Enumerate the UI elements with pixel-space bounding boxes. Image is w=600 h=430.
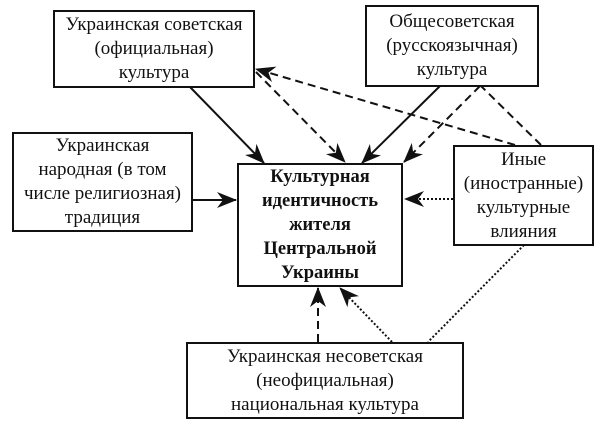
node-line: культура	[118, 62, 190, 83]
node-line: (иностранные)	[463, 172, 584, 194]
edge-soviet-official-to-center-dashed	[255, 71, 346, 163]
node-line: Культурная	[270, 167, 370, 187]
edge-all-soviet-to-center-solid	[361, 85, 441, 164]
node-line: национальная культура	[231, 393, 419, 415]
node-line: традиция	[64, 207, 141, 228]
node-all-soviet-culture: Общесоветская (русскоязычная) культура	[365, 5, 539, 87]
node-line: влияния	[490, 220, 557, 242]
node-line: Украинская	[55, 135, 150, 156]
node-line: культура	[416, 59, 488, 80]
edge-foreign-to-all-soviet	[480, 85, 542, 146]
node-soviet-official-culture: Украинская советская (официальная) культ…	[53, 10, 255, 88]
node-line: Иные	[500, 148, 547, 170]
node-line: культурные	[476, 196, 571, 218]
node-folk-tradition: Украинская народная (в том числе религио…	[12, 132, 193, 232]
edge-all-soviet-to-center-dashed	[403, 85, 481, 163]
edge-foreign-to-non-soviet	[427, 244, 525, 343]
node-line: Общесоветская	[389, 11, 515, 32]
node-line: (неофициальная)	[256, 369, 394, 391]
node-line: (официальная)	[94, 38, 214, 59]
node-line: Украинская несоветская	[227, 345, 423, 367]
node-line: Центральной	[263, 239, 377, 259]
node-line: (русскоязычная)	[386, 35, 518, 56]
edge-soviet-official-to-center-solid	[189, 86, 265, 164]
node-non-soviet-national-culture: Украинская несоветская (неофициальная) н…	[186, 342, 464, 419]
node-cultural-identity-center: Культурная идентичность жителя Центральн…	[237, 163, 403, 287]
node-line: народная (в том	[38, 159, 167, 180]
node-line: идентичность	[261, 191, 379, 211]
node-line: жителя	[289, 215, 351, 235]
edge-non-soviet-to-center-dotted	[339, 287, 393, 343]
edge-foreign-to-soviet-official	[255, 66, 516, 146]
node-foreign-influences: Иные (иностранные) культурные влияния	[453, 145, 594, 246]
node-line: Украины	[280, 263, 360, 283]
node-line: Украинская советская	[65, 14, 243, 35]
node-line: числе религиозная)	[23, 183, 182, 204]
